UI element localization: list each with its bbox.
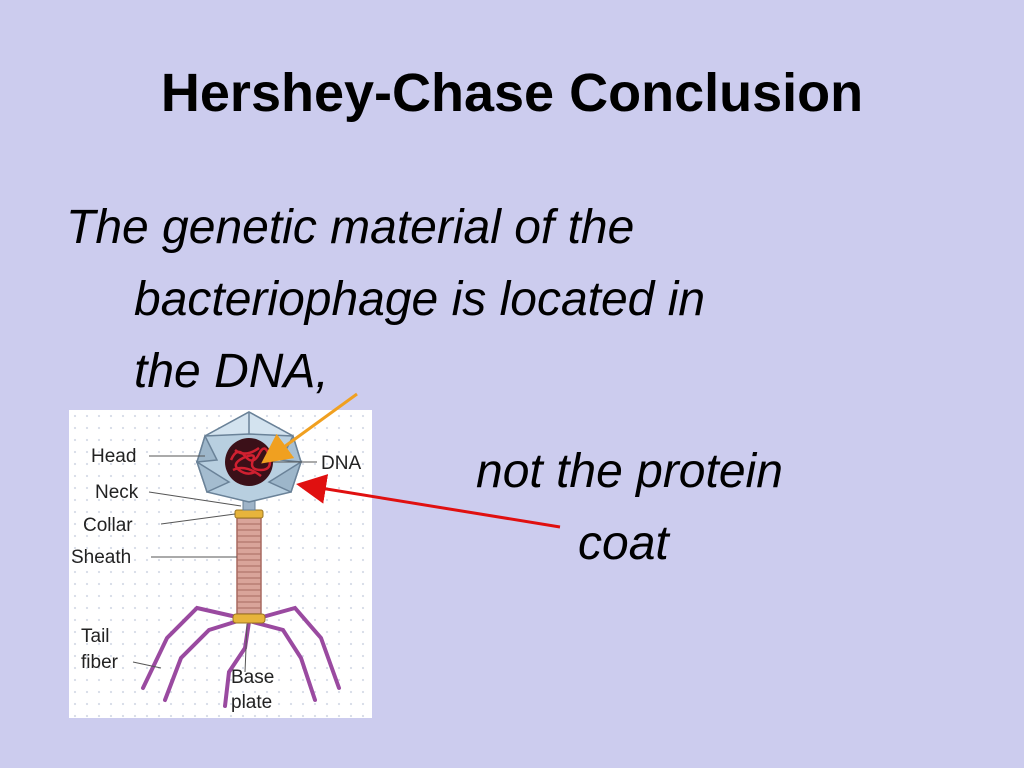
sheath	[236, 517, 262, 615]
callout-line-2: coat	[578, 517, 669, 570]
label-sheath: Sheath	[71, 547, 131, 568]
label-base-1: Base	[231, 667, 274, 688]
bacteriophage-diagram: Head Neck Collar Sheath Tail fiber DNA B…	[69, 410, 372, 718]
slide-title: Hershey-Chase Conclusion	[160, 63, 864, 123]
body-line-2: bacteriophage is located in	[134, 273, 706, 326]
body-line-1: The genetic material of the	[66, 201, 635, 254]
label-head: Head	[91, 446, 136, 467]
body-line-3: the DNA,	[134, 345, 329, 398]
body-text: The genetic material of the bacteriophag…	[66, 192, 926, 408]
label-neck: Neck	[95, 482, 139, 503]
base-plate	[232, 613, 266, 624]
label-base-2: plate	[231, 692, 272, 713]
dna-coil	[225, 438, 273, 486]
callout-text: not the protein coat	[476, 436, 896, 580]
label-dna: DNA	[321, 453, 361, 474]
bacteriophage-svg: Head Neck Collar Sheath Tail fiber DNA B…	[71, 411, 361, 713]
collar	[234, 509, 264, 519]
label-tail-2: fiber	[81, 652, 119, 673]
leader-lines	[132, 455, 317, 673]
label-collar: Collar	[83, 515, 133, 536]
label-tail-1: Tail	[81, 626, 110, 647]
callout-line-1: not the protein	[476, 445, 783, 498]
